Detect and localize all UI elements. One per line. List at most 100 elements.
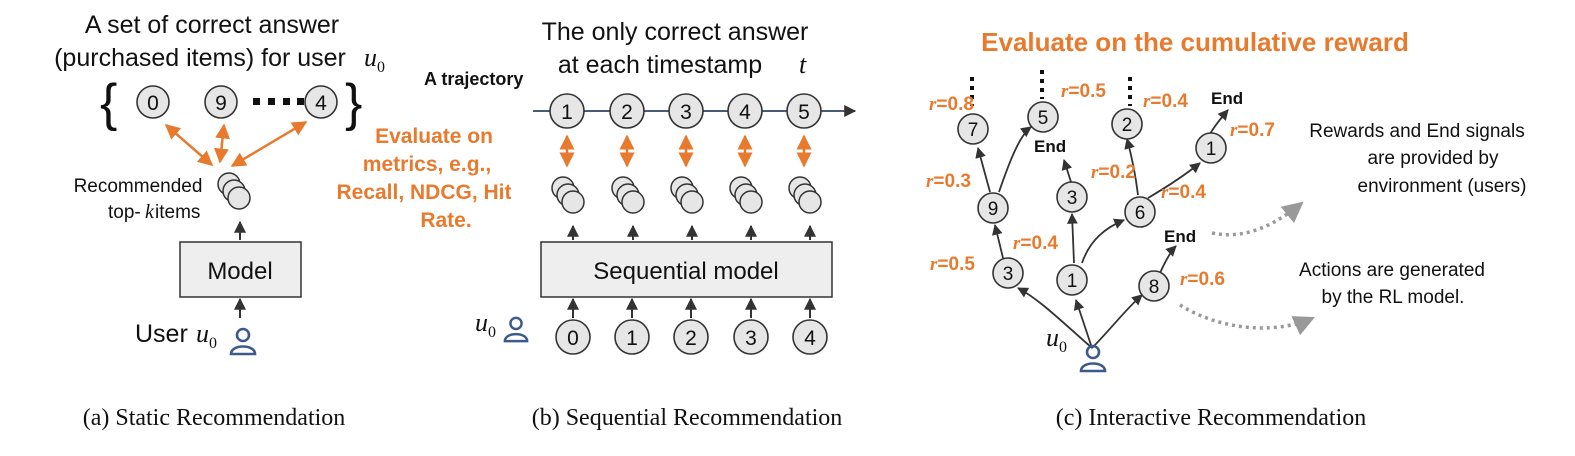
prediction-stack-4: [729, 176, 763, 214]
panel-c-interactive: Evaluate on the cumulative reward 3 1 8: [926, 27, 1526, 431]
trajectory-edges: [975, 109, 1229, 349]
node-9: 9: [977, 192, 1009, 224]
panel-b-user-sub: 0: [488, 324, 496, 341]
note2-line1: Actions are generated: [1299, 260, 1485, 281]
reward-0-7: r=0.7: [1230, 120, 1275, 141]
svg-text:1: 1: [1206, 139, 1217, 160]
note1-line1: Rewards and End signals: [1309, 121, 1524, 142]
trajectory-item-2: 2: [609, 93, 645, 129]
panel-a-user-label-var: u: [196, 319, 209, 348]
sequential-model-box: [540, 241, 833, 298]
node-5: 5: [1027, 101, 1059, 133]
user-icon-c: [1079, 344, 1107, 373]
svg-text:9: 9: [215, 92, 227, 115]
user-icon-b: [503, 316, 529, 343]
panel-b-sequential: The only correct answer at each timestam…: [336, 18, 857, 431]
reward-0-6: r=0.6: [1180, 269, 1225, 290]
recommended-items-stack: [217, 172, 251, 210]
reward-0-8: r=0.8: [929, 94, 974, 115]
trajectory-item-4: 4: [727, 93, 763, 129]
note2-line2: by the RL model.: [1322, 287, 1465, 308]
svg-text:1: 1: [561, 101, 573, 124]
end-label-top: End: [1211, 89, 1243, 108]
timestamp-var: t: [799, 50, 807, 79]
reward-0-5-low: r=0.5: [930, 254, 975, 275]
svg-text:3: 3: [680, 101, 692, 124]
trajectory-label: A trajectory: [424, 69, 523, 89]
end-label-mid: End: [1034, 137, 1066, 156]
panel-b-user-var: u: [475, 308, 488, 337]
continuation-dots: [970, 70, 1132, 106]
svg-text:4: 4: [315, 92, 327, 115]
svg-text:3: 3: [1003, 264, 1014, 285]
panel-a-user-label-sub: 0: [209, 335, 217, 352]
svg-text:8: 8: [1149, 277, 1160, 298]
svg-text:2: 2: [685, 327, 697, 350]
svg-text:5: 5: [798, 101, 810, 124]
svg-text:2: 2: [621, 101, 633, 124]
recommended-line2-post: items: [155, 202, 200, 223]
match-arrow-9: [213, 123, 231, 164]
prediction-stack-1: [551, 176, 585, 214]
panel-a-user-var: u: [364, 43, 377, 72]
note1-line3: environment (users): [1358, 176, 1527, 197]
note1-line2: are provided by: [1368, 148, 1499, 169]
model-box: [179, 241, 302, 298]
svg-text:3: 3: [1067, 188, 1078, 209]
panel-c-title: Evaluate on the cumulative reward: [981, 27, 1409, 57]
answer-item-0: 0: [136, 85, 170, 119]
recommended-line1: Recommended: [74, 176, 203, 197]
caption-a: (a) Static Recommendation: [83, 405, 346, 431]
eval-line-1: Evaluate on: [375, 125, 493, 148]
eval-line-3: Recall, NDCG, Hit: [336, 181, 511, 204]
trajectory-item-3: 3: [668, 93, 704, 129]
recommended-k: k: [145, 201, 155, 223]
svg-text:5: 5: [1038, 108, 1049, 129]
answer-item-4: 4: [304, 85, 338, 119]
svg-text:0: 0: [147, 92, 159, 115]
svg-text:4: 4: [804, 327, 816, 350]
evaluation-arrows: [559, 134, 812, 168]
close-brace: }: [345, 74, 362, 132]
reward-0-2: r=0.2: [1091, 162, 1136, 183]
match-arrow-0: [164, 124, 214, 166]
node-8: 8: [1138, 270, 1170, 302]
eval-line-2: metrics, e.g.,: [363, 153, 491, 176]
panel-a-static: A set of correct answer (purchased items…: [54, 11, 385, 431]
svg-text:0: 0: [567, 327, 579, 350]
match-arrow-4: [230, 120, 308, 168]
note1-pointer: [1211, 201, 1304, 237]
history-item-4: 4: [792, 319, 828, 355]
panel-c-user-sub: 0: [1059, 339, 1067, 356]
panel-b-title-line1: The only correct answer: [542, 18, 809, 46]
end-label-low: End: [1164, 227, 1196, 246]
sequential-model-label: Sequential model: [593, 258, 778, 285]
node-1-root: 1: [1056, 264, 1088, 296]
node-3-left: 3: [992, 257, 1024, 289]
svg-text:4: 4: [739, 101, 751, 124]
trajectory-item-1: 1: [549, 93, 585, 129]
node-2: 2: [1111, 108, 1143, 140]
reward-labels: r=0.8 r=0.5 r=0.4 r=0.7 r=0.3 r=0.2 r=0.…: [926, 81, 1275, 290]
prediction-stack-5: [788, 176, 822, 214]
svg-text:7: 7: [968, 120, 979, 141]
eval-line-4: Rate.: [420, 209, 471, 232]
reward-0-3: r=0.3: [926, 171, 971, 192]
node-1-top: 1: [1195, 132, 1227, 164]
node-6: 6: [1124, 196, 1156, 228]
reward-0-5-top: r=0.5: [1061, 81, 1106, 102]
answer-ellipsis: [253, 98, 304, 105]
panel-a-title-line1: A set of correct answer: [85, 11, 339, 39]
user-icon: [229, 327, 257, 356]
history-item-1: 1: [614, 319, 650, 355]
svg-text:3: 3: [745, 327, 757, 350]
prediction-stack-3: [670, 176, 704, 214]
history-item-2: 2: [673, 319, 709, 355]
node-3-mid: 3: [1056, 181, 1088, 213]
svg-text:1: 1: [1067, 271, 1078, 292]
trajectory-item-5: 5: [786, 93, 822, 129]
caption-c: (c) Interactive Recommendation: [1056, 405, 1367, 431]
panel-b-title-line2: at each timestamp: [558, 51, 762, 79]
reward-0-4-mid: r=0.4: [1161, 182, 1206, 203]
